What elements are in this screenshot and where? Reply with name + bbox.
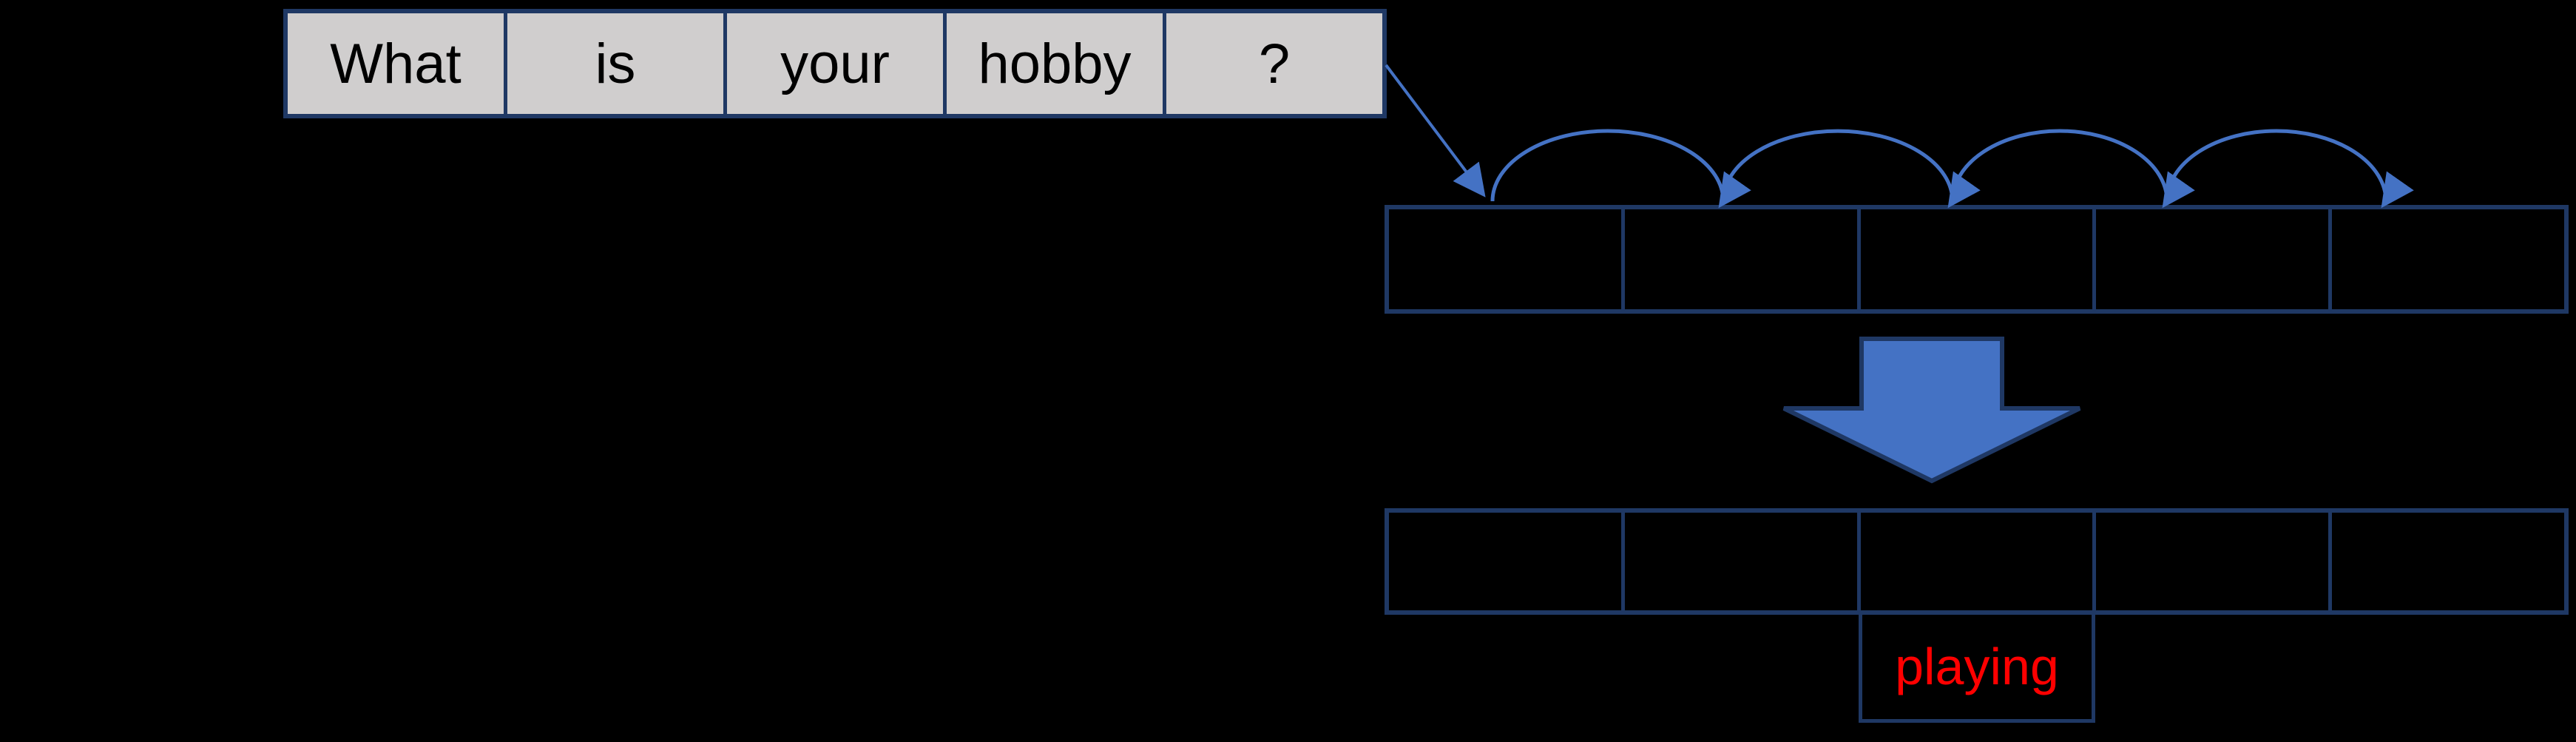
hop-arc-icon bbox=[1950, 129, 2195, 209]
sequence-cell bbox=[2092, 209, 2328, 309]
source-token-label: What bbox=[330, 32, 462, 95]
output-cell bbox=[1856, 513, 2093, 610]
hop-arc-icon bbox=[1721, 129, 1981, 209]
source-token-label: is bbox=[595, 32, 636, 95]
output-cell bbox=[1620, 513, 1857, 610]
source-token-cell: your bbox=[723, 13, 943, 114]
source-token-cell: is bbox=[504, 13, 723, 114]
source-token-cell: What bbox=[288, 13, 504, 114]
sequence-cell bbox=[1620, 209, 1857, 309]
output-cells-row bbox=[1385, 508, 2569, 615]
sequence-cell bbox=[2328, 209, 2564, 309]
transform-arrow-icon bbox=[1782, 337, 2081, 484]
source-token-label: ? bbox=[1258, 32, 1291, 95]
output-cell bbox=[2328, 513, 2564, 610]
sequence-cells-row bbox=[1385, 205, 2569, 314]
source-token-cell: ? bbox=[1163, 13, 1382, 114]
sequence-cell bbox=[1856, 209, 2093, 309]
output-cell bbox=[2092, 513, 2328, 610]
source-token-label: hobby bbox=[978, 32, 1132, 95]
source-token-cell: hobby bbox=[943, 13, 1163, 114]
hop-arc-icon bbox=[1490, 129, 1751, 209]
source-sentence-table: What is your hobby ? bbox=[283, 9, 1387, 118]
input-arrow-icon bbox=[1385, 64, 1486, 198]
predicted-word-label: playing bbox=[1895, 638, 2059, 695]
predicted-word-cell: playing bbox=[1859, 610, 2095, 723]
hop-arc-icon bbox=[2165, 129, 2414, 209]
sequence-cell bbox=[1389, 209, 1621, 309]
source-token-label: your bbox=[780, 32, 890, 95]
output-cell bbox=[1389, 513, 1621, 610]
